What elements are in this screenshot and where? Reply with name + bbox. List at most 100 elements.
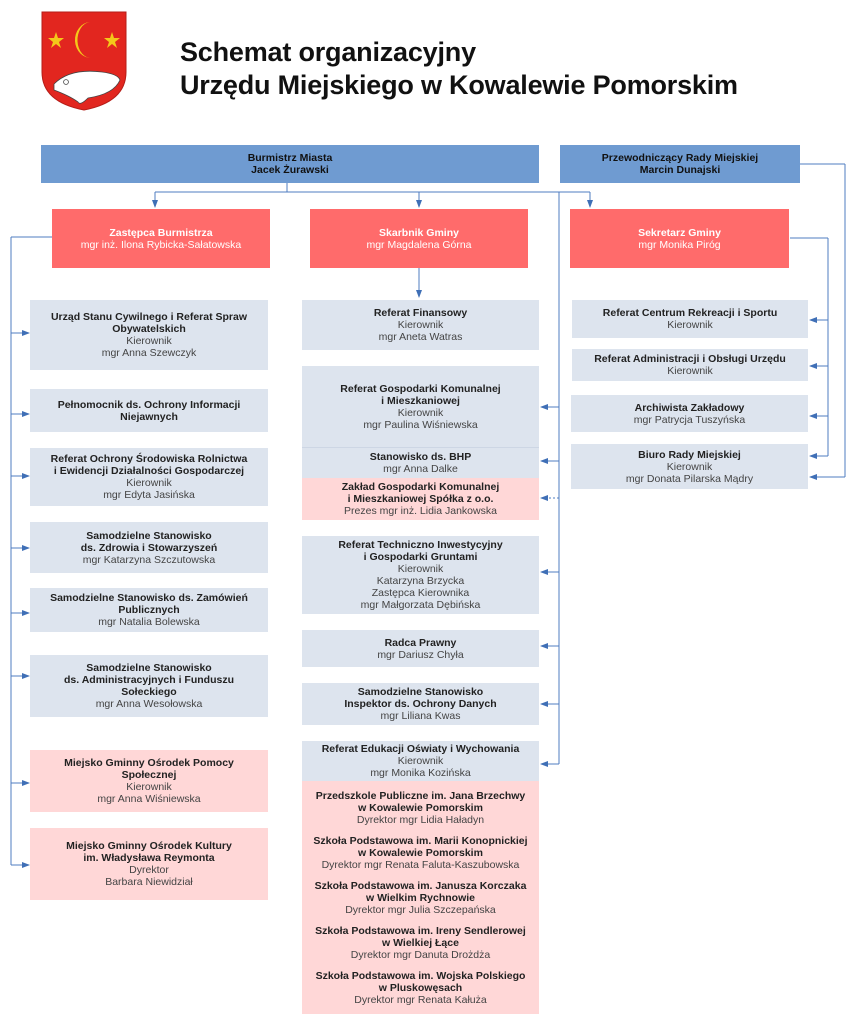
node-title: w Kowalewie Pomorskim [358, 846, 483, 859]
node-person: Prezes mgr inż. Lidia Jankowska [344, 505, 497, 517]
node-pelnomocnik: Pełnomocnik ds. Ochrony Informacji Nieja… [30, 389, 268, 432]
node-title: Urząd Stanu Cywilnego i Referat Spraw [50, 311, 248, 323]
node-title: i Mieszkaniowej [381, 394, 460, 407]
node-title: Niejawnych [120, 410, 178, 423]
node-person: mgr Dariusz Chyła [377, 648, 464, 661]
node-title: Samodzielne Stanowisko [357, 686, 484, 698]
node-biuro-rady: Biuro Rady Miejskiej Kierownik mgr Donat… [571, 444, 808, 489]
node-person: mgr Paulina Wiśniewska [363, 418, 478, 431]
node-role: Kierownik [126, 781, 172, 793]
node-skarbnik: Skarbnik Gminy mgr Magdalena Górna [310, 209, 528, 268]
school-item: Szkoła Podstawowa im. Janusza Korczaka w… [315, 880, 527, 916]
node-title: Referat Techniczno Inwestycyjny [338, 539, 503, 551]
node-title: w Wielkiej Łące [382, 936, 459, 949]
node-bhp: Stanowisko ds. BHP mgr Anna Dalke [302, 447, 539, 478]
node-administracja-urzedu: Referat Administracji i Obsługi Urzędu K… [572, 349, 808, 381]
node-finansowy: Referat Finansowy Kierownik mgr Aneta Wa… [302, 300, 539, 350]
node-title: Miejsko Gminny Ośrodek Pomocy Społecznej [64, 757, 234, 781]
node-radca-prawny: Radca Prawny mgr Dariusz Chyła [302, 630, 539, 667]
node-person: Dyrektor mgr Julia Szczepańska [345, 903, 496, 916]
node-title: ds. Zdrowia i Stowarzyszeń [80, 541, 218, 554]
node-person: Katarzyna Brzycka [376, 575, 465, 587]
node-person: mgr Monika Kozińska [370, 767, 471, 779]
node-burmistrz: Burmistrz Miasta Jacek Żurawski [41, 145, 539, 183]
node-person: mgr Małgorzata Dębińska [360, 599, 481, 611]
node-person: Dyrektor mgr Renata Faluta-Kaszubowska [321, 858, 520, 871]
node-role: Kierownik [126, 477, 172, 489]
node-mgok: Miejsko Gminny Ośrodek Kultury im. Włady… [30, 828, 268, 900]
node-title: Referat Edukacji Oświaty i Wychowania [321, 743, 520, 755]
node-person: mgr Anna Wesołowska [95, 698, 203, 710]
node-title: w Pluskowęsach [378, 981, 463, 994]
node-edukacja: Referat Edukacji Oświaty i Wychowania Ki… [302, 741, 539, 781]
node-person: mgr Anna Dalke [383, 463, 458, 475]
node-role: Kierownik [397, 319, 444, 331]
node-title: Referat Administracji i Obsługi Urzędu [594, 353, 786, 365]
node-role: Dyrektor [129, 864, 169, 876]
node-schools: Przedszkole Publiczne im. Jana Brzechwy … [302, 781, 539, 1014]
node-title: i Gospodarki Gruntami [363, 551, 478, 563]
node-title: ds. Administracyjnych i Funduszu Sołecki… [64, 674, 234, 698]
node-techniczno-inwestycyjny: Referat Techniczno Inwestycyjny i Gospod… [302, 536, 539, 614]
school-item: Szkoła Podstawowa im. Wojska Polskiego w… [316, 970, 526, 1006]
node-title: im. Władysława Reymonta [83, 852, 215, 864]
node-gospodarka-komunalna: Referat Gospodarki Komunalnej i Mieszkan… [302, 366, 539, 447]
title-line-1: Schemat organizacyjny [180, 37, 476, 67]
node-title: Burmistrz Miasta [247, 152, 333, 164]
node-administracyjne: Samodzielne Stanowisko ds. Administracyj… [30, 655, 268, 717]
school-item: Szkoła Podstawowa im. Marii Konopnickiej… [313, 835, 527, 871]
node-title: Referat Ochrony Środowiska Rolnictwa [50, 453, 248, 465]
node-title: Przewodniczący Rady Miejskiej [601, 152, 759, 164]
node-rekreacja-sport: Referat Centrum Rekreacji i Sportu Kiero… [572, 300, 808, 338]
node-usc: Urząd Stanu Cywilnego i Referat Spraw Ob… [30, 300, 268, 370]
node-person: mgr Katarzyna Szczutowska [82, 553, 216, 566]
node-title: Zastępca Burmistrza [109, 226, 213, 239]
node-title: Pełnomocnik ds. Ochrony Informacji [57, 398, 241, 411]
node-zamowienia: Samodzielne Stanowisko ds. Zamówień Publ… [30, 588, 268, 632]
node-ochrona-srodowiska: Referat Ochrony Środowiska Rolnictwa i E… [30, 448, 268, 506]
node-title: Obywatelskich [112, 323, 186, 335]
node-title: Szkoła Podstawowa im. Ireny Sendlerowej [315, 924, 526, 937]
node-person: Marcin Dunajski [639, 164, 721, 176]
node-person: mgr Natalia Bolewska [98, 616, 200, 628]
node-iod: Samodzielne Stanowisko Inspektor ds. Och… [302, 683, 539, 725]
node-title: i Ewidencji Działalności Gospodarczej [53, 465, 245, 477]
node-title: Referat Centrum Rekreacji i Sportu [602, 307, 778, 319]
node-person: Jacek Żurawski [251, 164, 329, 176]
node-title: Referat Gospodarki Komunalnej [340, 382, 501, 395]
node-title: Inspektor ds. Ochrony Danych [344, 698, 497, 710]
node-title: w Wielkim Rychnowie [365, 891, 475, 904]
node-title: Szkoła Podstawowa im. Wojska Polskiego [315, 969, 526, 982]
school-item: Przedszkole Publiczne im. Jana Brzechwy … [316, 790, 526, 826]
node-role: Kierownik [667, 319, 713, 331]
node-mgops: Miejsko Gminny Ośrodek Pomocy Społecznej… [30, 750, 268, 812]
node-title: Sekretarz Gminy [638, 226, 721, 239]
node-role: Kierownik [397, 406, 444, 419]
page-title: Schemat organizacyjny Urzędu Miejskiego … [180, 36, 738, 102]
node-title: Zakład Gospodarki Komunalnej [341, 481, 500, 493]
node-title: Miejsko Gminny Ośrodek Kultury [66, 840, 232, 852]
node-role: Kierownik [397, 755, 444, 767]
node-person: Dyrektor mgr Renata Kałuża [354, 993, 487, 1006]
node-zgkim: Zakład Gospodarki Komunalnej i Mieszkani… [302, 478, 539, 520]
node-zastepca: Zastępca Burmistrza mgr inż. Ilona Rybic… [52, 209, 270, 268]
node-zdrowie: Samodzielne Stanowisko ds. Zdrowia i Sto… [30, 522, 268, 573]
node-role: Kierownik [126, 335, 172, 347]
node-title: Szkoła Podstawowa im. Marii Konopnickiej [313, 834, 528, 847]
node-title: Stanowisko ds. BHP [369, 451, 472, 463]
node-title: Skarbnik Gminy [379, 226, 459, 239]
node-role: Kierownik [666, 460, 713, 473]
coat-of-arms-icon [41, 11, 127, 111]
node-title: Biuro Rady Miejskiej [638, 448, 741, 461]
node-title: Publicznych [118, 604, 180, 616]
node-person: mgr Magdalena Górna [366, 238, 472, 251]
node-person: Dyrektor mgr Danuta Drożdża [350, 948, 491, 961]
node-person: mgr inż. Ilona Rybicka-Sałatowska [80, 238, 242, 251]
node-title: i Mieszkaniowej Spółka z o.o. [347, 493, 494, 505]
node-person: mgr Anna Szewczyk [101, 347, 197, 359]
node-title: Samodzielne Stanowisko ds. Zamówień [50, 592, 248, 604]
node-person: mgr Donata Pilarska Mądry [625, 472, 754, 485]
node-person: mgr Liliana Kwas [380, 710, 461, 722]
node-title: Szkoła Podstawowa im. Janusza Korczaka [314, 879, 527, 892]
node-role: Kierownik [397, 563, 444, 575]
